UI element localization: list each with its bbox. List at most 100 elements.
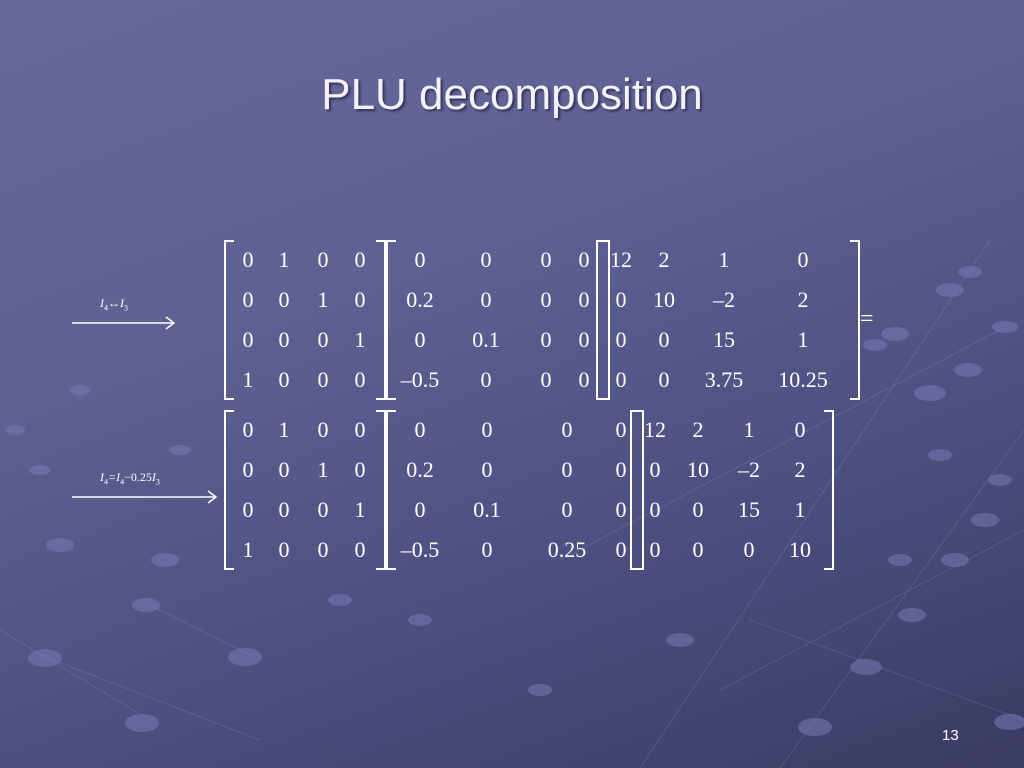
left-bracket: [386, 240, 396, 400]
matrix-cell: 1: [794, 497, 806, 522]
matrix-cell: 0: [354, 457, 366, 482]
left-bracket: [224, 410, 234, 570]
matrix-cell: 12: [610, 247, 632, 272]
matrix-cell: 1: [317, 457, 329, 482]
matrix-cell: 0: [278, 327, 290, 352]
operation-label: I4=I4−0.25I3: [100, 470, 160, 487]
matrix-cell: 15: [713, 327, 735, 352]
matrix-cell: 0.1: [473, 497, 501, 522]
matrix-cell: 0: [658, 367, 670, 392]
matrix-cell: 1: [797, 327, 809, 352]
right-bracket: [850, 240, 860, 400]
matrix-cell: –2: [738, 457, 760, 482]
matrix-cell: 10.25: [778, 367, 828, 392]
matrix-cell: 0: [354, 417, 366, 442]
upper-matrix-step1: 12 2 1 0 0 10 –2 2 0 0 15 1 0 0 3.75 10.…: [596, 240, 860, 400]
matrix-cell: 0: [414, 327, 426, 352]
matrix-cell: –0.5: [400, 367, 440, 392]
matrix-cell: 0: [354, 287, 366, 312]
matrix-cell: 0: [692, 537, 704, 562]
matrix-cell: 0: [242, 327, 254, 352]
matrix-cell: 0: [578, 367, 590, 392]
matrix-cell: 0: [242, 247, 254, 272]
matrix-cell: 0: [649, 497, 661, 522]
left-bracket: [224, 240, 234, 400]
matrix-cell: 1: [743, 417, 755, 442]
right-bracket: [376, 410, 386, 570]
matrix-cell: 1: [317, 287, 329, 312]
row-swap-operation: I4↔I3: [70, 296, 180, 330]
matrix-cell: 0: [414, 247, 426, 272]
matrix-cell: 0: [481, 457, 493, 482]
matrix-cell: 1: [354, 327, 366, 352]
upper-matrix-step2: 12 2 1 0 0 10 –2 2 0 0 15 1 0 0 0 10: [630, 410, 834, 570]
matrix-cell: 0: [561, 417, 573, 442]
matrix-cell: 0: [354, 367, 366, 392]
matrix-cell: 0: [242, 497, 254, 522]
matrix-cell: 0: [480, 247, 492, 272]
matrix-cell: 0.1: [472, 327, 500, 352]
matrix-cell: 2: [658, 247, 670, 272]
matrix-cell: 12: [644, 417, 666, 442]
matrix-cell: 15: [738, 497, 760, 522]
matrix-cell: 0: [317, 247, 329, 272]
matrix-cell: –2: [713, 287, 735, 312]
lower-matrix-step1: 0 0 0 0 0.2 0 0 0 0 0.1 0 0 –0.5 0 0 0: [386, 240, 610, 400]
left-bracket: [596, 240, 606, 400]
matrix-cell: 1: [718, 247, 730, 272]
right-bracket: [376, 240, 386, 400]
page-number: 13: [942, 727, 959, 744]
matrix-cell: 0: [278, 367, 290, 392]
matrix-cell: 0: [615, 537, 627, 562]
matrix-cell: 2: [797, 287, 809, 312]
matrix-cell: 0: [480, 287, 492, 312]
matrix-cell: 0: [615, 327, 627, 352]
matrix-cell: –0.5: [400, 537, 440, 562]
matrix-cell: 0: [615, 417, 627, 442]
matrix-cell: 0: [317, 367, 329, 392]
matrix-cell: 0: [317, 497, 329, 522]
matrix-cell: 0.25: [547, 537, 587, 562]
matrix-cell: 0: [242, 287, 254, 312]
matrix-cell: 0: [615, 457, 627, 482]
permutation-matrix-step2: 0 1 0 0 0 0 1 0 0 0 0 1 1 0 0 0: [224, 410, 386, 570]
slide-title: PLU decomposition: [321, 70, 703, 119]
matrix-cell: 0: [615, 287, 627, 312]
matrix-cell: 0: [480, 367, 492, 392]
matrix-cell: 1: [278, 247, 290, 272]
matrix-cell: 0: [540, 367, 552, 392]
equals-sign: =: [860, 306, 874, 332]
matrix-cell: 10: [687, 457, 709, 482]
matrix-cell: 10: [789, 537, 811, 562]
matrix-cell: 0: [615, 367, 627, 392]
matrix-cell: 0: [649, 537, 661, 562]
matrix-cell: 10: [653, 287, 675, 312]
matrix-cell: 0: [615, 497, 627, 522]
right-bracket: [824, 410, 834, 570]
matrix-cell: 0: [658, 327, 670, 352]
matrix-cell: 0: [692, 497, 704, 522]
matrix-cell: 0: [278, 287, 290, 312]
matrix-cell: 0: [540, 327, 552, 352]
matrix-cell: 1: [278, 417, 290, 442]
matrix-cell: 0: [414, 417, 426, 442]
matrix-cell: 0: [414, 497, 426, 522]
left-bracket: [386, 410, 396, 570]
right-arrow-icon: [72, 490, 218, 504]
matrix-cell: 0: [578, 327, 590, 352]
lower-matrix-step2: 0 0 0 0 0.2 0 0 0 0 0.1 0 0 –0.5 0 0.25 …: [386, 410, 644, 570]
matrix-cell: 0: [354, 537, 366, 562]
right-arrow-icon: [72, 316, 176, 330]
matrix-cell: 1: [242, 537, 254, 562]
matrix-cell: 0: [242, 457, 254, 482]
matrix-cell: 0: [743, 537, 755, 562]
matrix-cell: 1: [242, 367, 254, 392]
matrix-cell: 0: [317, 327, 329, 352]
matrix-cell: 0: [797, 247, 809, 272]
matrix-cell: 0: [649, 457, 661, 482]
matrix-cell: 1: [354, 497, 366, 522]
matrix-cell: 2: [692, 417, 704, 442]
matrix-cell: 3.75: [704, 367, 744, 392]
matrix-cell: 0: [561, 457, 573, 482]
permutation-matrix-step1: 0 1 0 0 0 0 1 0 0 0 0 1 1 0 0 0: [224, 240, 386, 400]
